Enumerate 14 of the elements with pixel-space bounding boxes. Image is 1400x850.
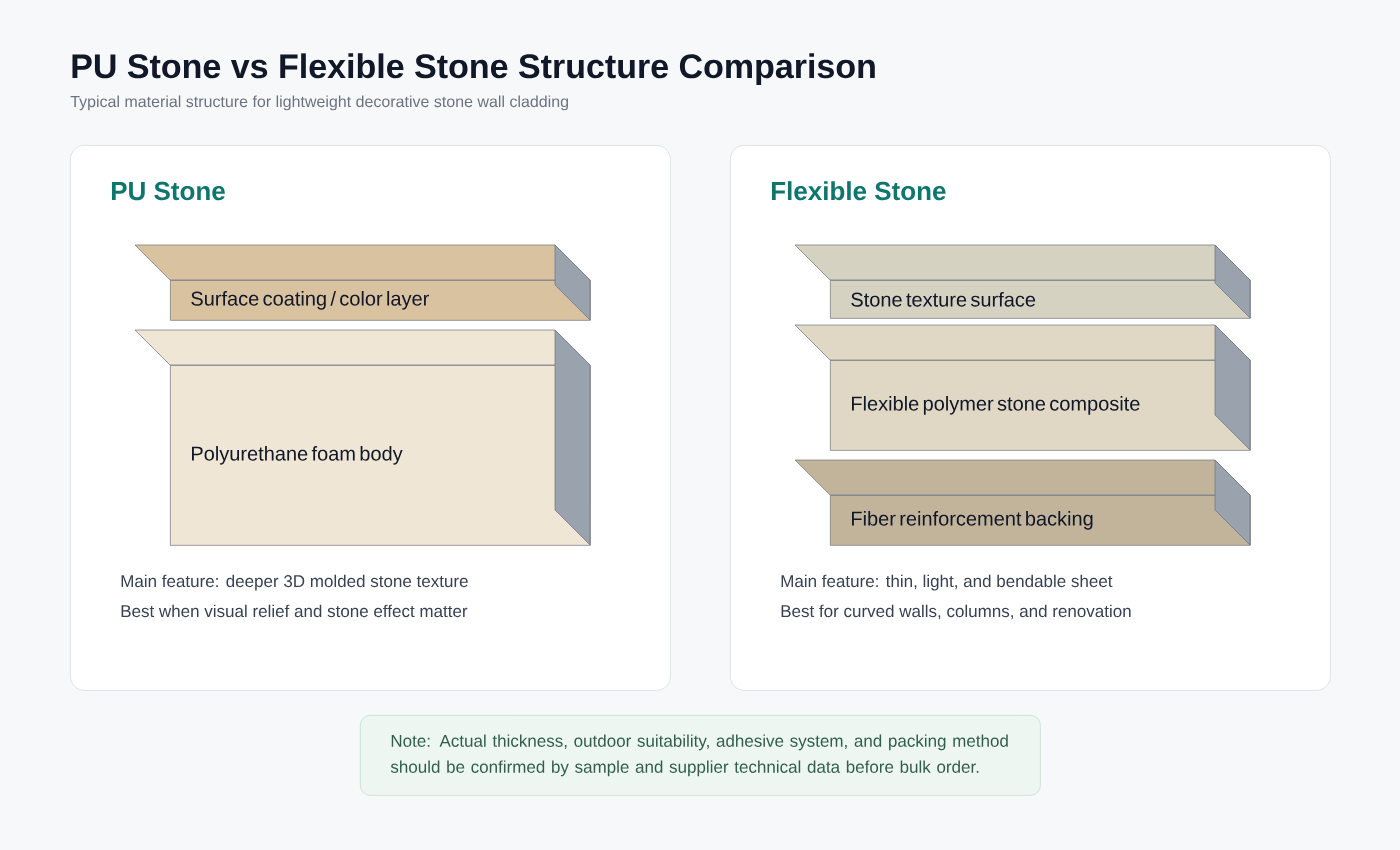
subtitle: Typical material structure for lightweight decorative stone wall cladding	[70, 95, 568, 111]
feature-text: Best for curved walls, columns, and renovation	[781, 604, 1131, 620]
feature-text: Best when visual relief and stone effect matter	[121, 604, 468, 618]
layer-block: Polyurethane foam body	[134, 329, 591, 546]
note-box: Note: Actual thickness, outdoor suitability, adhesive system, and packing method should be confirmed by sample and supplier technical data before bulk order.	[360, 715, 1041, 796]
card-heading: PU Stone	[111, 181, 225, 201]
card-heading: Flexible Stone	[771, 181, 946, 201]
layer-block: Fiber reinforcement backing	[794, 459, 1251, 546]
title: PU Stone vs Flexible Stone Structure Comparison	[72, 53, 875, 86]
feature-text: Main feature: deeper 3D molded stone texture	[121, 574, 468, 591]
layer-block: Surface coating / color layer	[134, 244, 591, 321]
feature-text: Main feature: thin, light, and bendable sheet	[781, 574, 1113, 591]
layer-block: Stone texture surface	[794, 244, 1251, 319]
layer-block: Flexible polymer stone composite	[794, 324, 1251, 451]
